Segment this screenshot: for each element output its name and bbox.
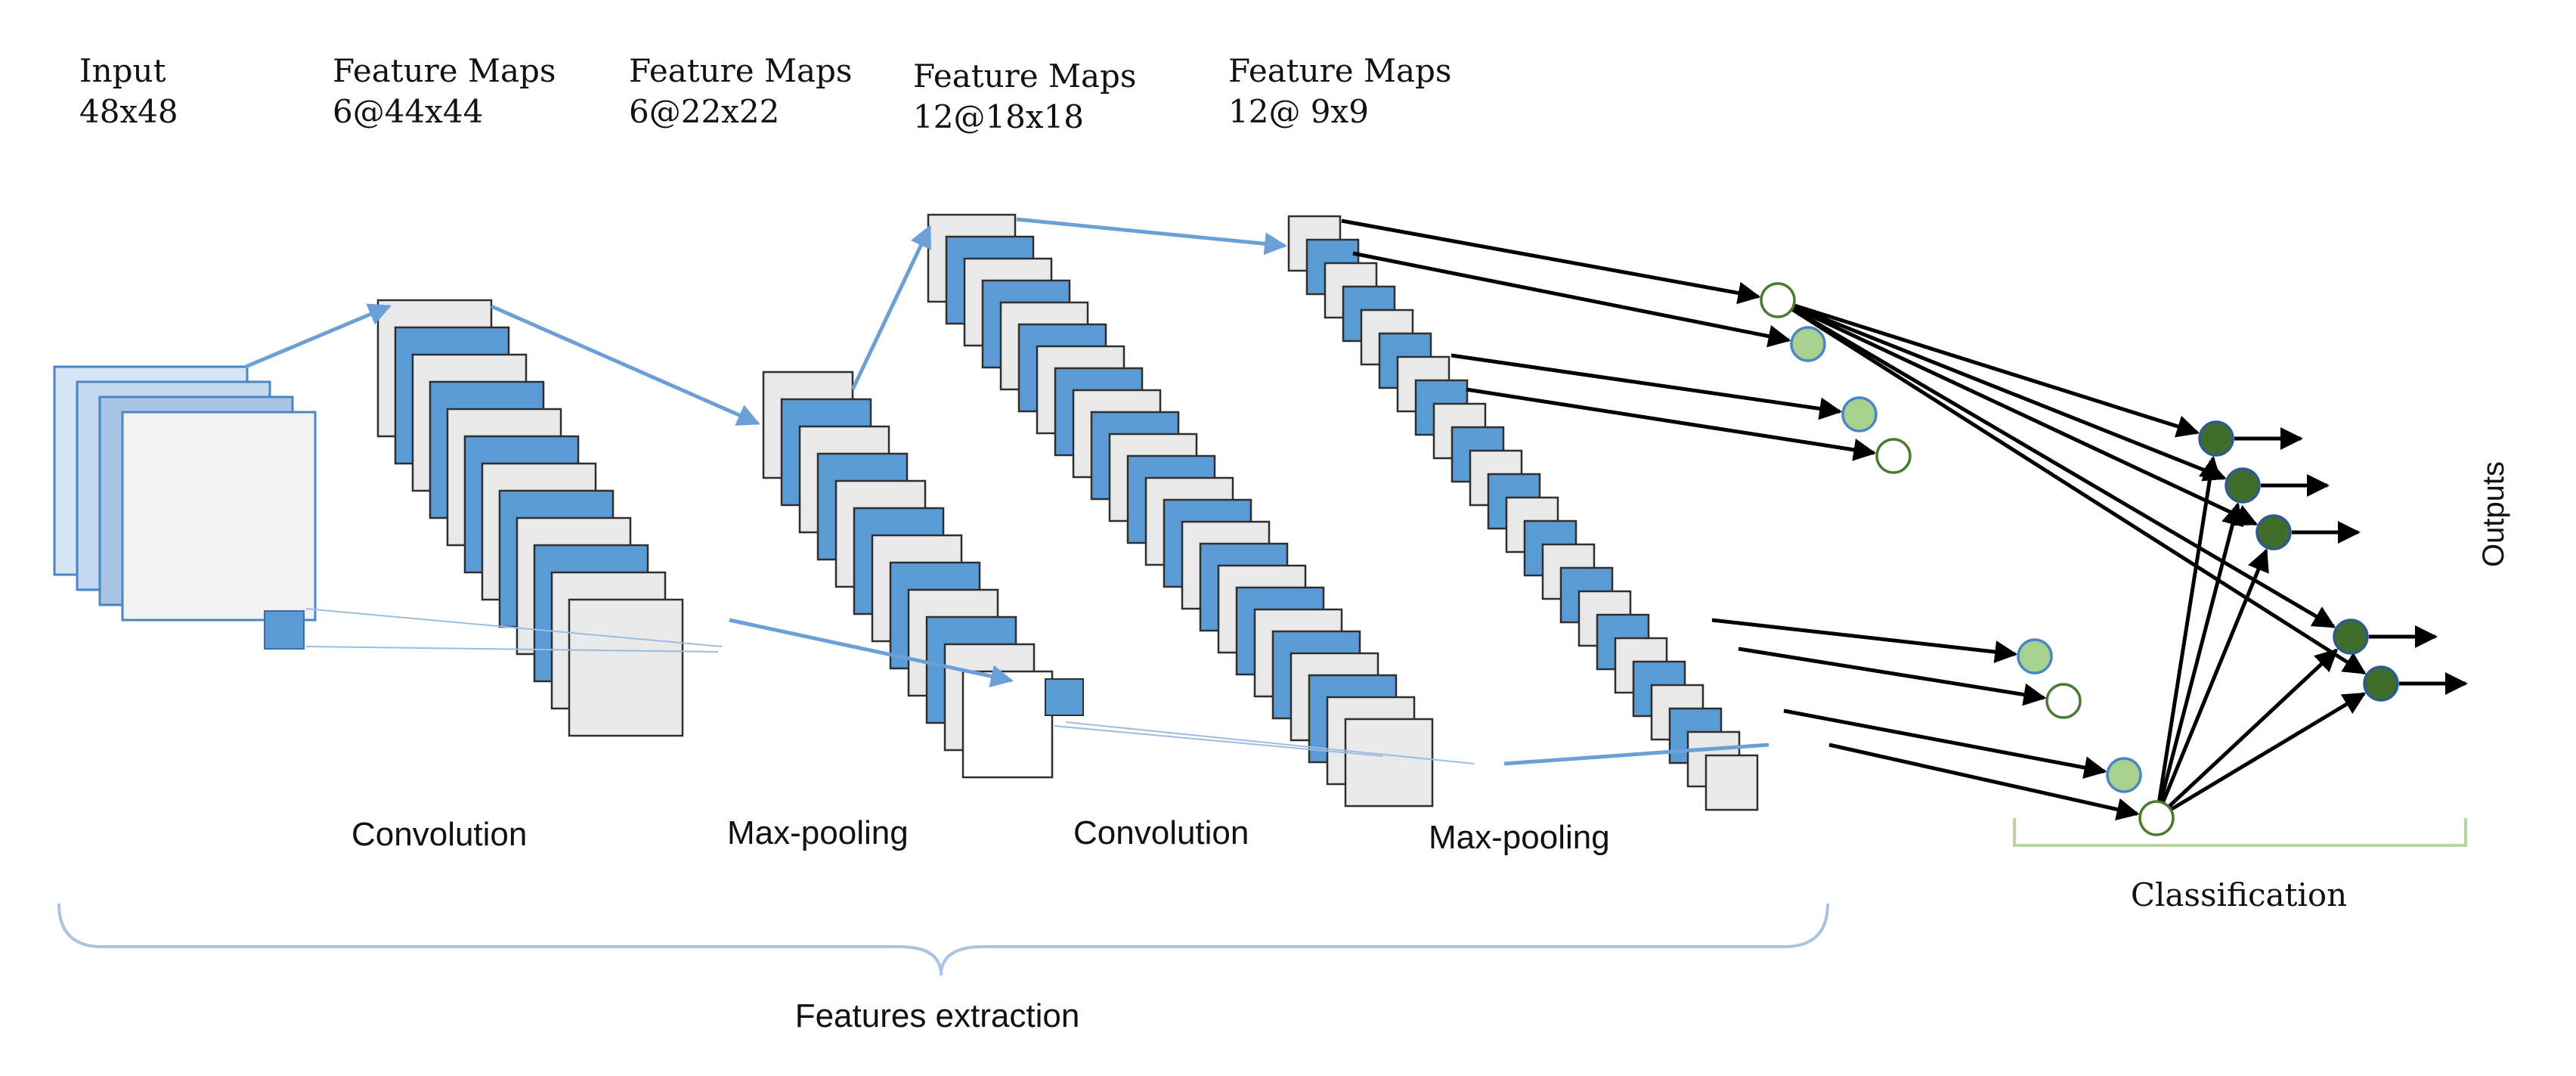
rf-line (1065, 721, 1475, 764)
connection-arrow (1777, 298, 2227, 482)
connector-input-conv1 (245, 303, 392, 369)
pool2-stack (1287, 215, 1759, 811)
connector-conv2-pool2 (1016, 217, 1287, 256)
connection-arrow (2154, 455, 2221, 819)
feature-map (961, 670, 1054, 779)
neuron-connections (1341, 219, 2468, 821)
header-input-size: 48x48 (79, 93, 178, 130)
header-fm2-size: 6@22x22 (629, 93, 779, 130)
output-neuron (2256, 514, 2292, 550)
connection-arrow (1711, 618, 2018, 663)
connection-arrow (1776, 298, 2367, 675)
hidden-neuron (2106, 757, 2142, 793)
connection-arrow (1776, 298, 2336, 628)
output-neuron (2363, 665, 2399, 702)
feature-map-stacks (53, 213, 1759, 811)
rf-line (305, 646, 719, 653)
connection-arrow (1466, 387, 1877, 461)
pool1-stack (762, 371, 1084, 779)
connection-arrow (2154, 502, 2244, 819)
receptive-field-patch (264, 610, 305, 650)
header-fm1: Feature Maps (333, 52, 556, 89)
conv2-stack (927, 213, 1434, 808)
header-fm3-size: 12@18x18 (913, 98, 1084, 135)
receptive-field-patch (1045, 678, 1084, 716)
connection-arrow (1776, 298, 2259, 526)
features-extraction-bracket (57, 903, 1829, 976)
hidden-neuron (1841, 396, 1878, 433)
header-input: Input (79, 52, 166, 89)
hidden-neuron (2138, 800, 2175, 836)
connection-arrow (1352, 251, 1791, 348)
stage-label-convolution-1: Convolution (351, 816, 527, 853)
feature-map (121, 411, 317, 622)
connector-conv1-pool1 (490, 304, 760, 426)
rf-line (305, 608, 723, 647)
connection-arrow (2155, 648, 2339, 820)
connection-arrow (1451, 353, 1843, 420)
input-stack (53, 365, 317, 650)
connection-arrow (2155, 692, 2367, 820)
classification-bracket (2013, 818, 2467, 847)
layer-headers: Input 48x48 Feature Maps 6@44x44 Feature… (79, 52, 1451, 135)
connector-conv2-pool2-low (1503, 743, 1769, 766)
feature-map (1704, 754, 1759, 811)
header-fm4-size: 12@ 9x9 (1228, 93, 1369, 130)
hidden-neuron (1875, 438, 1912, 474)
receptive-field-lines (305, 608, 1475, 764)
stage-label-maxpooling-1: Max-pooling (727, 814, 909, 851)
header-fm2: Feature Maps (629, 52, 852, 89)
connection-arrow (1738, 647, 2047, 706)
connector-conv1-pool1-low (729, 618, 1014, 688)
stage-label-maxpooling-2: Max-pooling (1429, 819, 1610, 856)
header-fm3: Feature Maps (913, 57, 1136, 95)
hidden-neuron (2045, 683, 2082, 719)
stage-label-convolution-2: Convolution (1073, 814, 1249, 851)
hidden-neuron (1790, 326, 1826, 362)
output-neuron (2333, 619, 2369, 655)
connection-arrow (1783, 709, 2107, 779)
connection-arrow (1341, 219, 1761, 305)
stage-connectors (245, 217, 1769, 766)
connector-pool1-conv2 (850, 225, 932, 391)
feature-map (1344, 718, 1434, 808)
connection-arrow (1828, 743, 2140, 821)
connection-arrow (1777, 298, 2200, 438)
conv1-stack (376, 299, 684, 737)
header-fm4: Feature Maps (1228, 52, 1451, 89)
feature-map (568, 598, 684, 737)
hidden-neuron (2017, 638, 2053, 674)
rf-line (1054, 725, 1384, 757)
hidden-neuron (1760, 282, 1796, 318)
outputs-label: Outputs (2477, 461, 2510, 567)
stage-labels: Convolution Max-pooling Convolution Max-… (351, 814, 1610, 856)
features-extraction-label: Features extraction (795, 997, 1080, 1034)
neurons (1760, 282, 2399, 836)
connection-arrow (2154, 548, 2269, 819)
header-fm1-size: 6@44x44 (333, 93, 483, 130)
classification-label: Classification (2131, 876, 2347, 913)
output-neuron (2198, 420, 2234, 457)
output-neuron (2225, 467, 2261, 504)
